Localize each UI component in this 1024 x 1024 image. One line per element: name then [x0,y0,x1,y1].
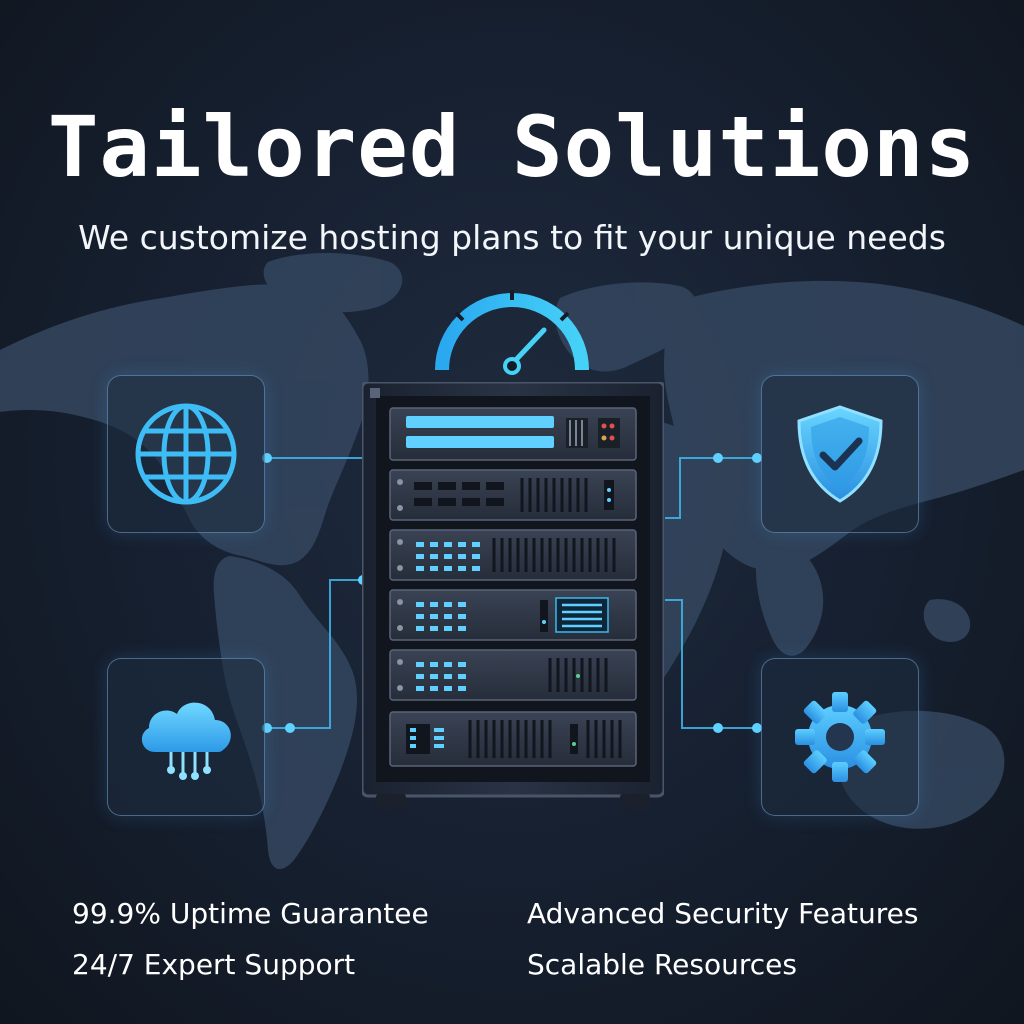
feature-scalable: Scalable Resources [527,948,797,981]
shield-check-icon [797,405,883,503]
feature-security: Advanced Security Features [527,897,919,930]
feature-card-shield [761,375,919,533]
server-unit-6 [389,711,637,767]
server-unit-1 [389,407,637,461]
server-rack [362,382,664,810]
feature-card-cloud [107,658,265,816]
gear-icon [795,692,885,782]
feature-uptime: 99.9% Uptime Guarantee [72,897,429,930]
server-unit-3 [389,529,637,581]
cloud-network-icon [141,702,231,780]
server-unit-4 [389,589,637,641]
feature-card-globe [107,375,265,533]
page-title: Tailored Solutions [47,98,977,196]
speed-gauge-icon [435,290,589,375]
globe-icon [135,403,237,505]
server-unit-2 [389,469,637,521]
page-subtitle: We customize hosting plans to fit your u… [78,218,946,257]
feature-support: 24/7 Expert Support [72,948,356,981]
server-unit-5 [389,649,637,701]
feature-card-gear [761,658,919,816]
